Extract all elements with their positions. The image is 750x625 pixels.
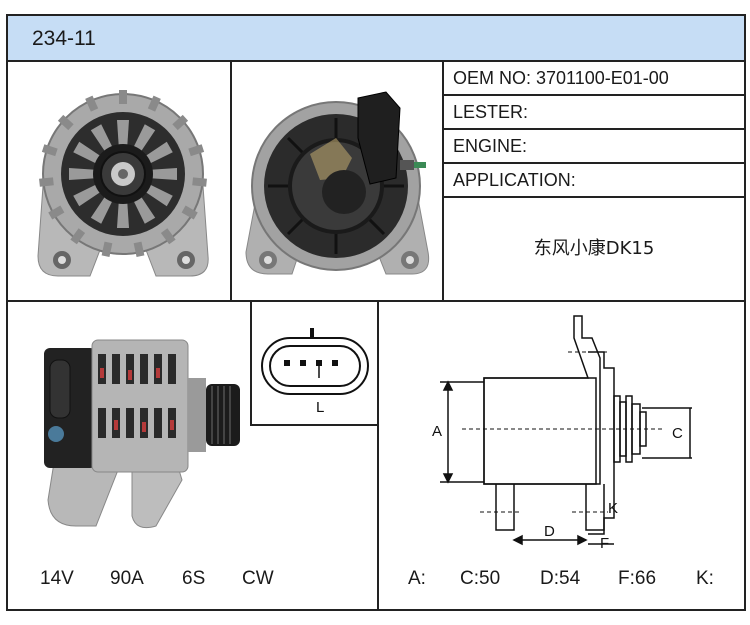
connector-diagram: L — [261, 328, 369, 416]
oem-number: OEM NO: 3701100-E01-00 — [453, 68, 669, 88]
divider — [230, 62, 232, 302]
dim-d: D:54 — [540, 568, 581, 589]
lester-row: LESTER: — [444, 96, 744, 130]
spec-rotation: CW — [242, 568, 274, 589]
dim-a: A: — [408, 568, 426, 589]
spec-voltage: 14V — [40, 568, 74, 589]
dim-label-a: A — [432, 423, 442, 440]
alternator-rear-photo — [245, 91, 430, 275]
divider — [442, 62, 444, 302]
application-label: APPLICATION: — [453, 170, 576, 190]
spec-sheet: 234-11 OEM NO: 3701100-E01-00 LESTER: EN… — [6, 14, 746, 611]
dim-label-k: K — [608, 500, 618, 517]
connector-pin-label: L — [316, 399, 324, 416]
divider — [8, 300, 744, 302]
divider — [250, 302, 252, 426]
dim-k: K: — [696, 568, 714, 589]
spec-pulley: 6S — [182, 568, 206, 589]
dim-label-d: D — [544, 523, 555, 540]
dimension-drawing: A C D F K — [432, 315, 692, 548]
dim-label-f: F — [600, 535, 609, 548]
lester-label: LESTER: — [453, 102, 529, 122]
dim-c: C:50 — [460, 568, 501, 589]
part-number-title: 234-11 — [32, 27, 96, 50]
alternator-front-photo — [37, 90, 209, 277]
application-value: 东风小康DK15 — [533, 238, 655, 259]
oem-row: OEM NO: 3701100-E01-00 — [444, 62, 744, 96]
divider — [377, 302, 379, 610]
engine-row: ENGINE: — [444, 130, 744, 164]
alternator-side-photo — [44, 339, 240, 529]
dim-label-c: C — [672, 425, 683, 442]
divider — [250, 424, 379, 426]
header-bar: 234-11 — [8, 16, 744, 62]
application-row: APPLICATION: — [444, 164, 744, 198]
dim-f: F:66 — [618, 568, 657, 589]
spec-amperage: 90A — [110, 568, 144, 589]
engine-label: ENGINE: — [453, 136, 528, 156]
